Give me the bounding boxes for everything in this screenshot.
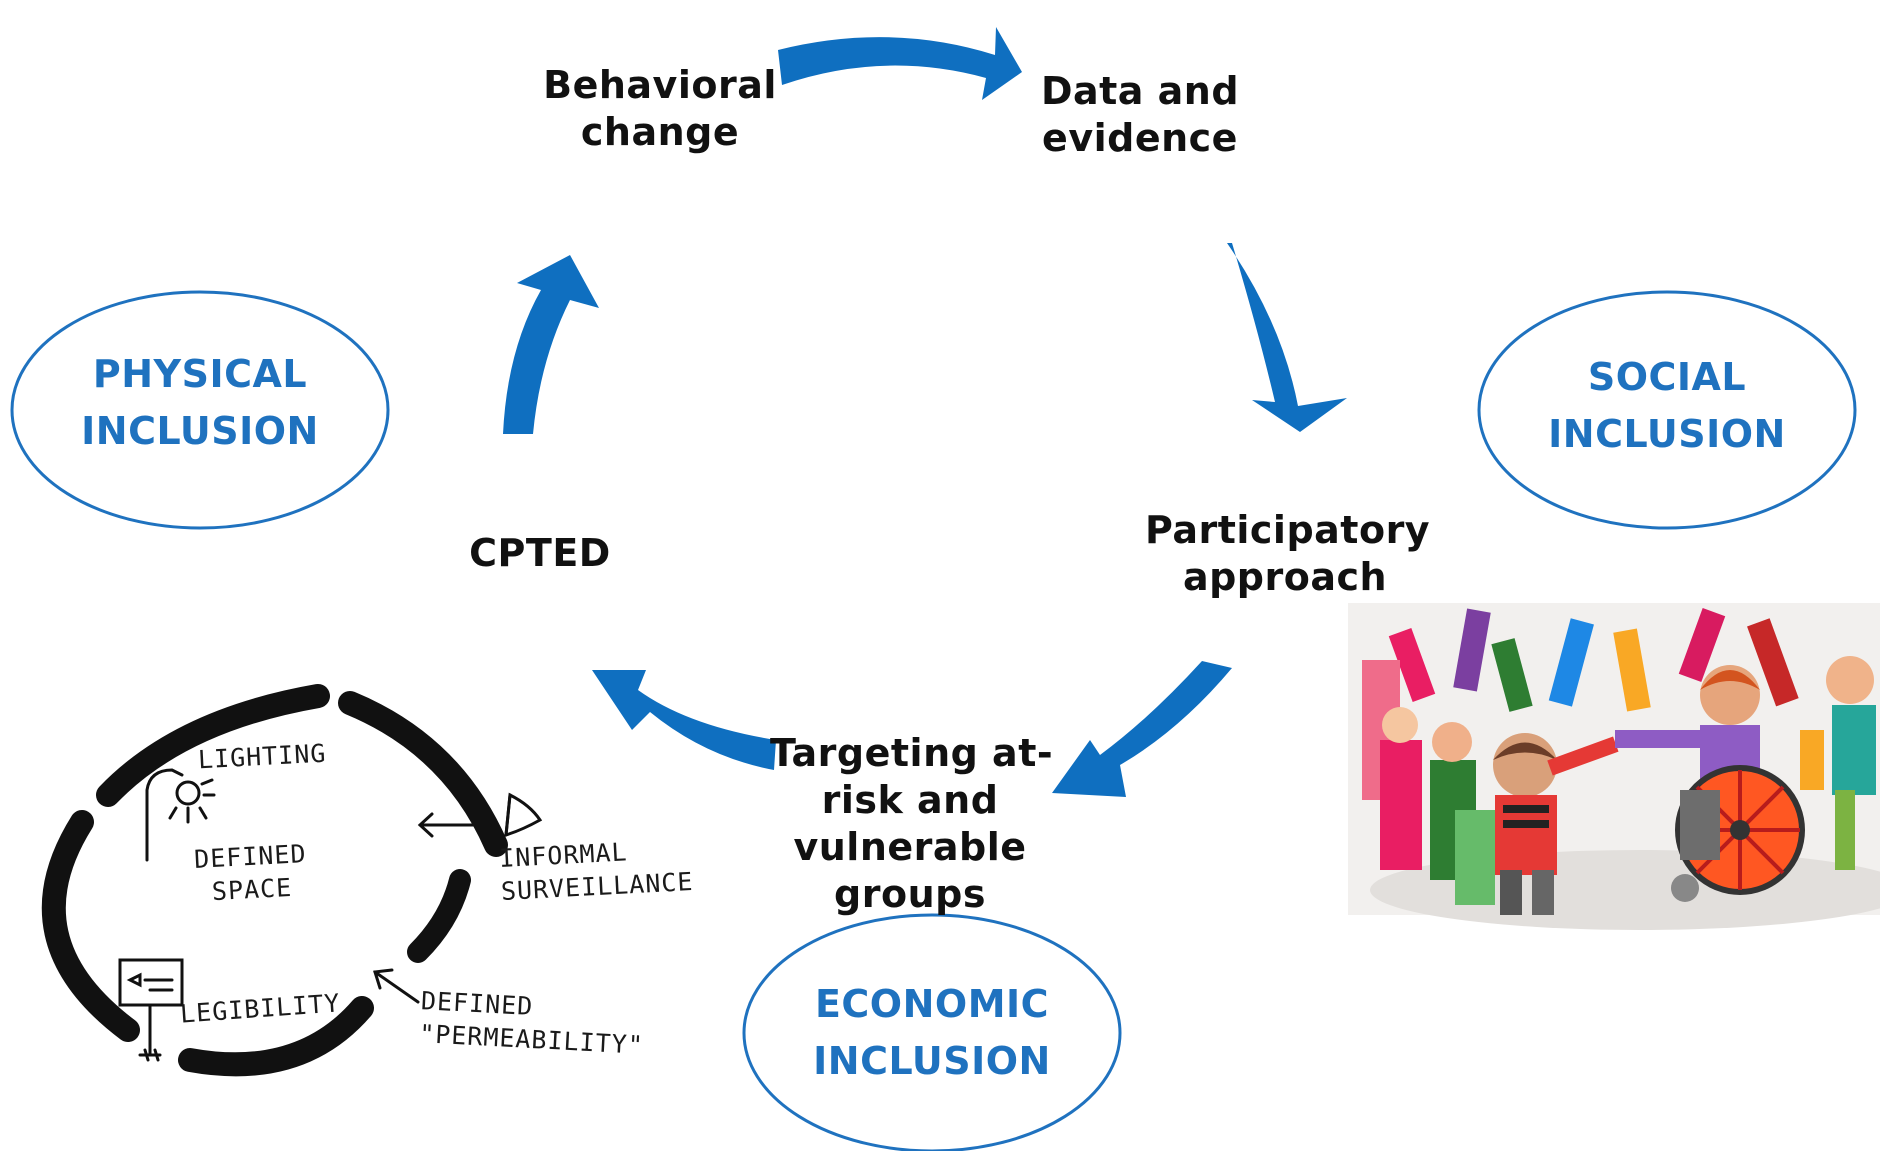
sketch-informal-surveillance-label: INFORMAL SURVEILLANCE: [498, 832, 695, 908]
physical-inclusion-line-2: INCLUSION: [81, 409, 319, 453]
node-targeting-line-4: groups: [834, 872, 986, 916]
node-participatory-approach: Participatory approach: [1145, 507, 1431, 601]
economic-inclusion-label: ECONOMIC INCLUSION: [782, 976, 1082, 1090]
node-data-line-2: evidence: [1042, 116, 1238, 160]
node-participatory-line-2: approach: [1182, 555, 1388, 599]
sketch-arc-left-top: [96, 684, 330, 807]
paper-figure-back-1: [1388, 608, 1799, 712]
node-targeting-line-3: vulnerable: [793, 825, 1027, 869]
sketch-defined-permeability-label: DEFINED "PERMEABILITY": [418, 984, 646, 1062]
node-targeting-groups: Targeting at- risk and vulnerable groups: [770, 730, 1054, 918]
physical-inclusion-label: PHYSICAL INCLUSION: [50, 346, 350, 460]
economic-inclusion-line-1: ECONOMIC: [814, 982, 1050, 1026]
node-behavioral-line-2: change: [580, 110, 740, 154]
arrow-targeting-to-cpted: [592, 670, 776, 770]
social-inclusion-ellipse: [1477, 290, 1857, 530]
inclusion-ellipses: [10, 290, 1857, 1151]
cycle-arrows: [503, 27, 1347, 797]
sketch-arc-left: [41, 810, 140, 1042]
sketch-lighting-text: LIGHTING: [197, 738, 328, 775]
arrow-cpted-to-behavioral: [503, 255, 599, 434]
sketch-arc-bottom: [178, 996, 374, 1077]
social-inclusion-line-2: INCLUSION: [1548, 412, 1786, 456]
node-data-line-1: Data and: [1040, 69, 1240, 113]
social-inclusion-line-1: SOCIAL: [1587, 355, 1747, 399]
node-behavioral-change: Behavioral change: [535, 62, 785, 156]
sketch-space-text: SPACE: [211, 872, 293, 907]
paper-figure-boy: [1493, 733, 1619, 915]
economic-inclusion-line-2: INCLUSION: [813, 1039, 1051, 1083]
arrow-participatory-to-targeting: [1052, 661, 1232, 797]
surveillance-arrow: [417, 812, 492, 838]
signpost-icon: [118, 958, 184, 1062]
arrow-data-to-participatory: [1227, 243, 1347, 432]
economic-inclusion-ellipse: [742, 913, 1122, 1151]
social-inclusion-label: SOCIAL INCLUSION: [1517, 349, 1817, 463]
paper-figure-wheelchair: [1615, 665, 1805, 902]
sketch-arc-top: [338, 691, 508, 857]
node-behavioral-line-1: Behavioral: [543, 63, 777, 107]
node-cpted: CPTED: [455, 530, 625, 577]
paper-figure-left: [1362, 660, 1495, 905]
node-cpted-line-1: CPTED: [469, 531, 611, 575]
arrow-behavioral-to-data: [778, 27, 1022, 100]
physical-inclusion-ellipse: [10, 290, 390, 530]
streetlamp-icon: [145, 768, 216, 862]
permeability-arrow: [373, 968, 420, 1004]
physical-inclusion-line-1: PHYSICAL: [92, 352, 308, 396]
sketch-lighting-label: LIGHTING: [197, 737, 327, 777]
paper-figure-right: [1800, 656, 1876, 870]
node-participatory-line-1: Participatory: [1145, 508, 1431, 552]
sketch-defined-space-label: DEFINED SPACE: [193, 837, 309, 909]
paper-people-photo: [1348, 603, 1880, 930]
cpted-sketch: [41, 684, 543, 1077]
eye-icon: [504, 792, 543, 838]
node-data-and-evidence: Data and evidence: [1025, 68, 1255, 162]
sketch-arc-right: [407, 869, 471, 963]
node-targeting-line-1: Targeting at-: [770, 731, 1054, 775]
node-targeting-line-2: risk and: [821, 778, 999, 822]
